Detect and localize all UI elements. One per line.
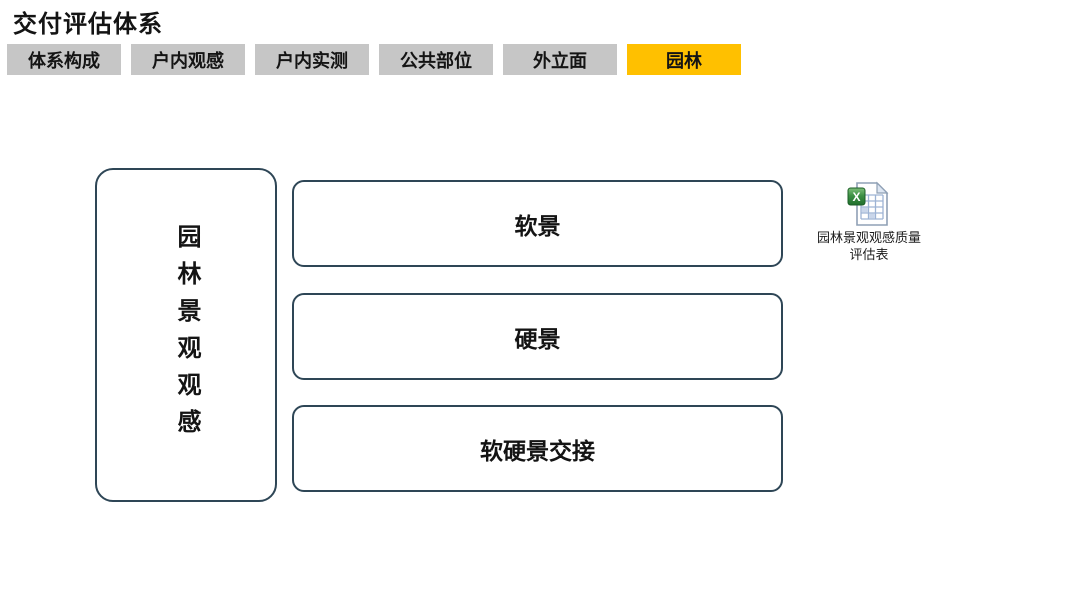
tab-indoor-appearance[interactable]: 户内观感 bbox=[131, 44, 245, 75]
attachment-label-line1: 园林景观观感质量 bbox=[816, 230, 921, 245]
tab-system-composition[interactable]: 体系构成 bbox=[7, 44, 121, 75]
child-node-hard-landscape: 硬景 bbox=[292, 293, 783, 380]
child-node-soft-landscape: 软景 bbox=[292, 180, 783, 267]
root-node-box: 园林景观观感 bbox=[95, 168, 277, 502]
attachment-label: 园林景观观感质量 评估表 bbox=[796, 229, 942, 263]
tab-public-areas[interactable]: 公共部位 bbox=[379, 44, 493, 75]
root-node-label: 园林景观观感 bbox=[173, 224, 200, 446]
tab-garden[interactable]: 园林 bbox=[627, 44, 741, 75]
page-title: 交付评估体系 bbox=[13, 11, 163, 38]
excel-attachment[interactable]: X 园林景观观感质量 评估表 bbox=[796, 181, 942, 263]
tab-bar: 体系构成 户内观感 户内实测 公共部位 外立面 园林 bbox=[7, 44, 741, 75]
attachment-label-line2: 评估表 bbox=[849, 247, 889, 262]
tab-indoor-measurement[interactable]: 户内实测 bbox=[255, 44, 369, 75]
child-node-soft-hard-junction: 软硬景交接 bbox=[292, 405, 783, 492]
tab-facade[interactable]: 外立面 bbox=[503, 44, 617, 75]
svg-text:X: X bbox=[852, 190, 860, 204]
excel-file-icon[interactable]: X bbox=[847, 181, 891, 227]
